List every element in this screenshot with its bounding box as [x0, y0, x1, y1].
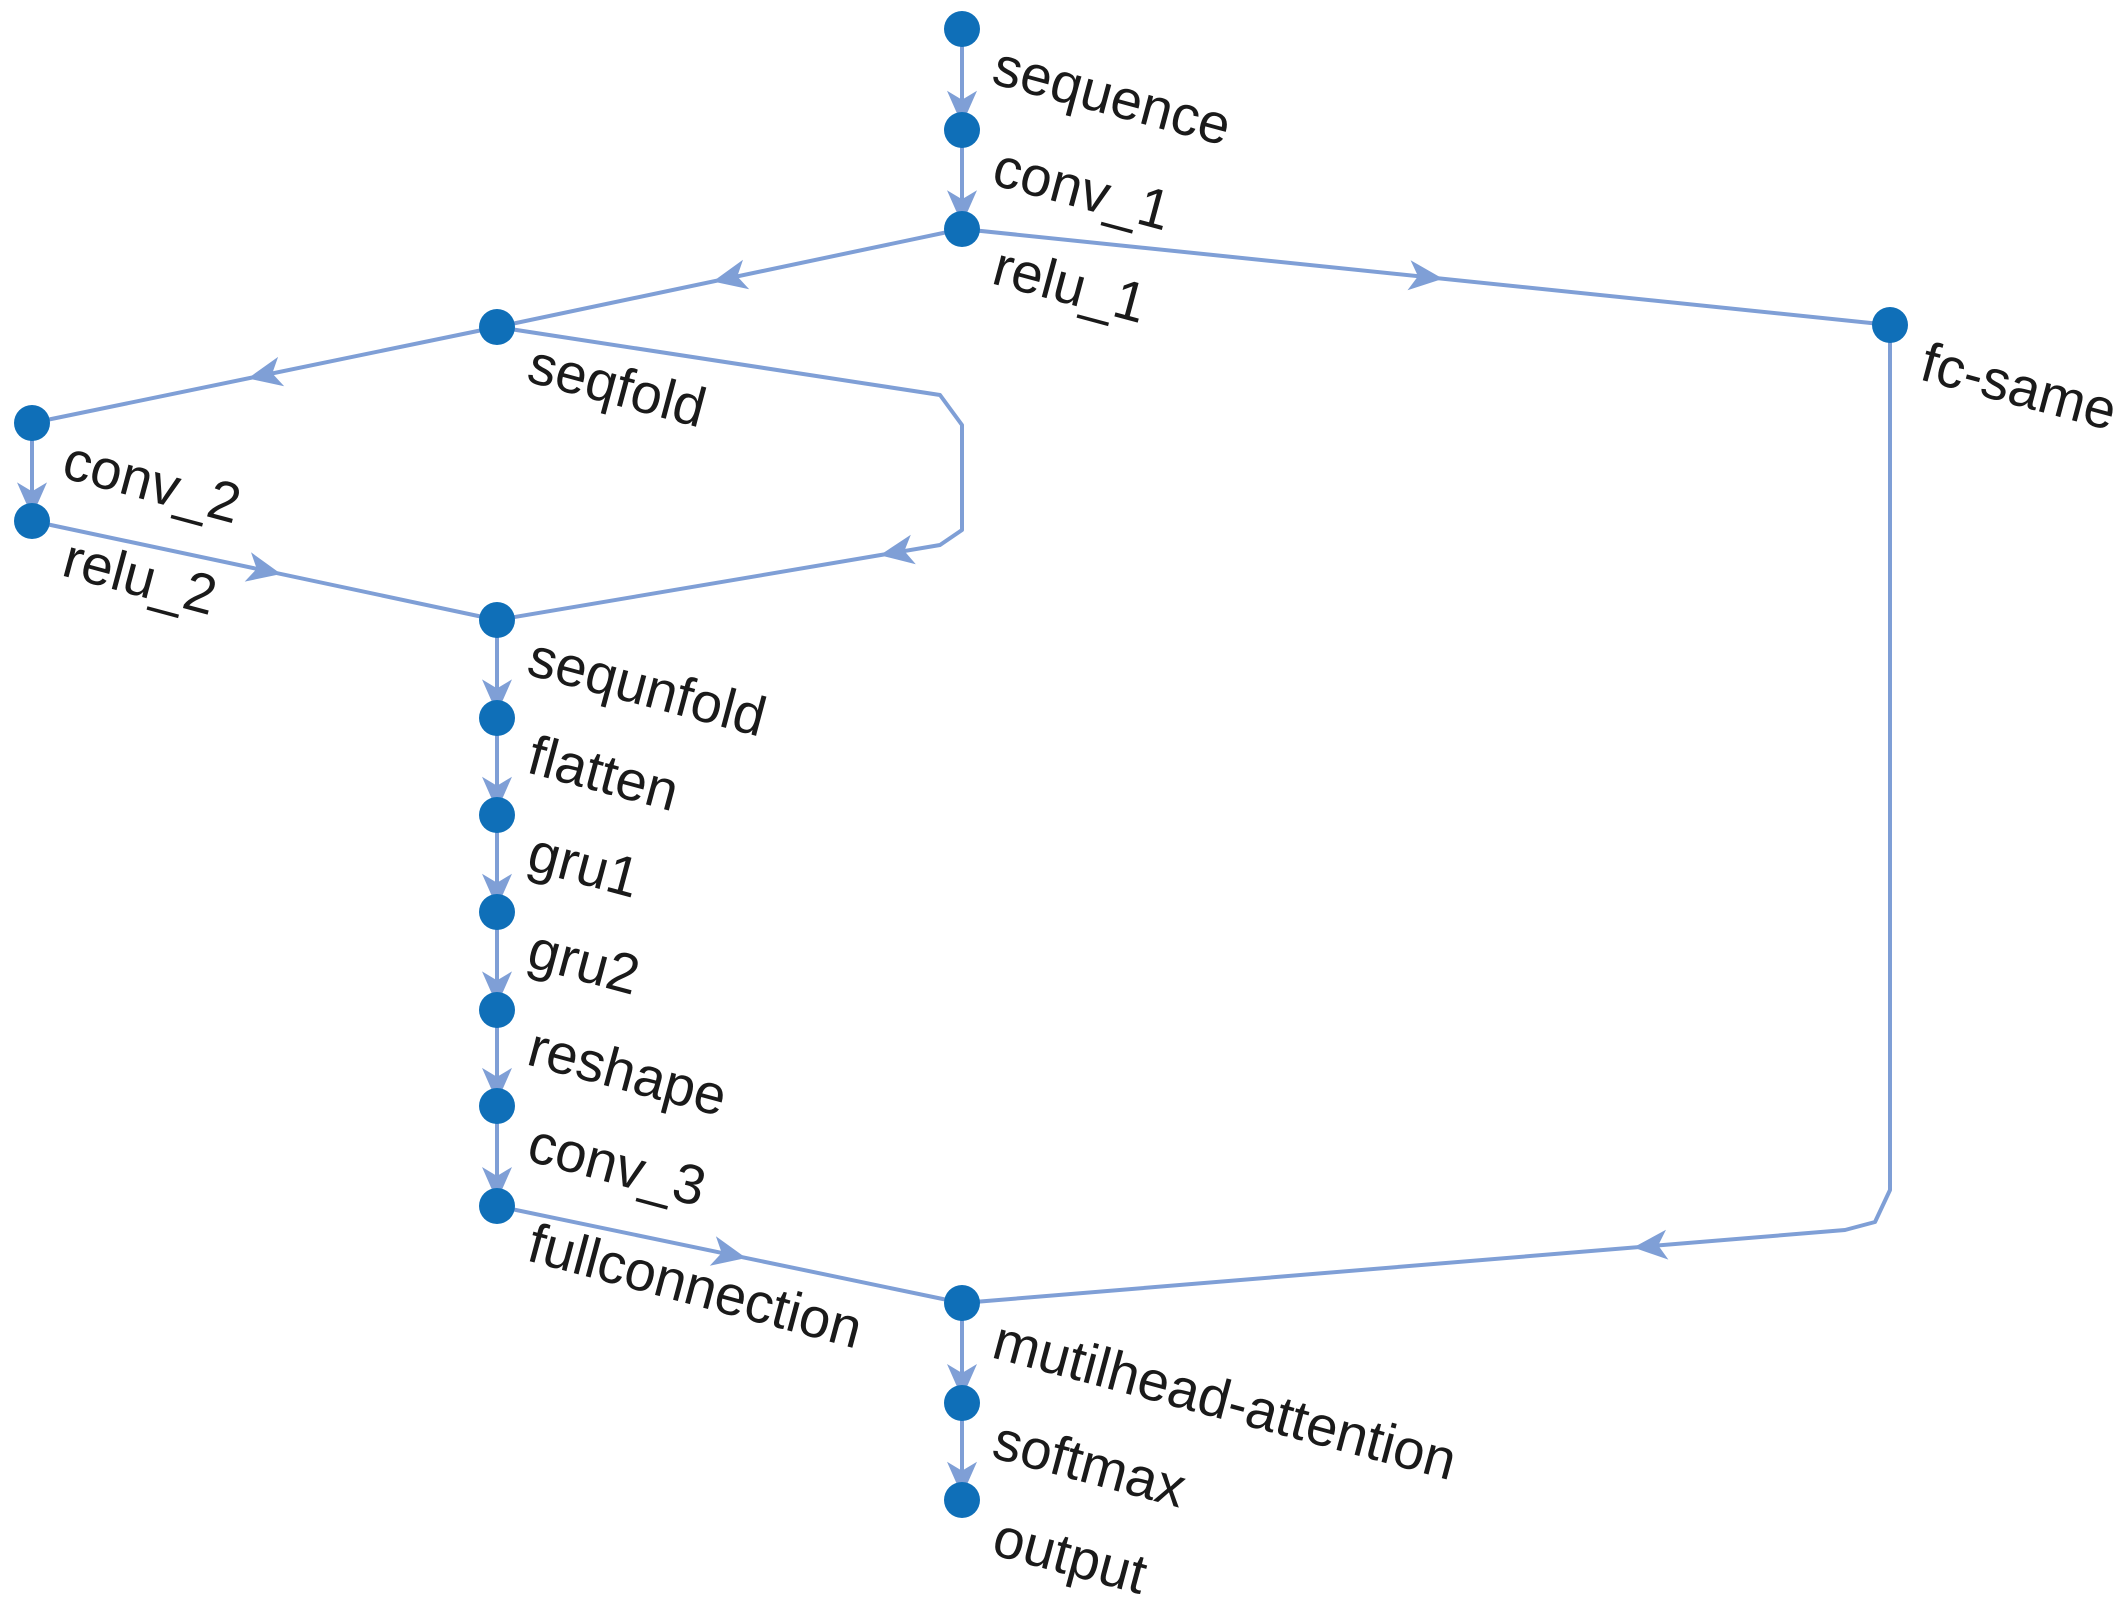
arrowhead-seqfold-to-conv-2 [247, 356, 285, 387]
node-gru2[interactable] [479, 894, 515, 930]
arrowhead-gru1-to-gru2 [482, 873, 512, 908]
arrowhead-relu-1-to-seqfold [712, 259, 750, 290]
arrowhead-flatten-to-gru1 [482, 776, 512, 811]
node-flatten[interactable] [479, 700, 515, 736]
arrowhead-relu-1-to-fc-same [1407, 260, 1443, 291]
node-label-relu-1: relu_1 [987, 234, 1154, 335]
edge-seqfold-to-sequnfold [495, 325, 964, 622]
arrowhead-conv-1-to-relu-1 [947, 190, 977, 225]
node-label-conv-3: conv_3 [522, 1111, 713, 1219]
node-label-conv-1: conv_1 [987, 135, 1178, 243]
arrowhead-softmax-to-output [947, 1461, 977, 1496]
node-gru1[interactable] [479, 797, 515, 833]
node-label-conv-2: conv_2 [57, 428, 248, 536]
node-relu-2[interactable] [14, 503, 50, 539]
node-label-gru2: gru2 [522, 917, 647, 1007]
node-softmax[interactable] [944, 1385, 980, 1421]
node-reshape[interactable] [479, 992, 515, 1028]
node-relu-1[interactable] [944, 211, 980, 247]
arrowhead-relu-2-to-sequnfold [244, 552, 282, 582]
node-layer [14, 11, 1908, 1518]
node-label-relu-2: relu_2 [57, 526, 224, 627]
node-conv-1[interactable] [944, 112, 980, 148]
arrowhead-fullconnection-to-mutilhead-attention [709, 1236, 747, 1266]
node-label-softmax: softmax [987, 1408, 1193, 1520]
arrowhead-sequnfold-to-flatten [482, 679, 512, 714]
arrowhead-sequence-to-conv-1 [947, 90, 977, 125]
node-sequnfold[interactable] [479, 602, 515, 638]
arrowhead-gru2-to-reshape [482, 971, 512, 1006]
node-label-gru1: gru1 [522, 820, 647, 910]
node-fullconnection[interactable] [479, 1188, 515, 1224]
node-mutilhead-attention[interactable] [944, 1285, 980, 1321]
node-label-fc-same: fc-same [1915, 330, 2124, 442]
node-label-sequence: sequence [987, 34, 1238, 158]
arrowhead-fc-same-to-mutilhead-attention [1633, 1229, 1669, 1260]
node-label-reshape: reshape [522, 1015, 734, 1128]
arrowhead-conv-2-to-relu-2 [17, 482, 47, 517]
edge-layer [17, 27, 1892, 1502]
arrowhead-mutilhead-attention-to-softmax [947, 1364, 977, 1398]
node-label-flatten: flatten [522, 723, 686, 823]
arrowhead-seqfold-to-sequnfold [879, 534, 916, 565]
node-label-fullconnection: fullconnection [522, 1211, 869, 1360]
node-label-output: output [987, 1505, 1154, 1604]
node-conv-2[interactable] [14, 405, 50, 441]
node-fc-same[interactable] [1872, 307, 1908, 343]
node-output[interactable] [944, 1482, 980, 1518]
node-sequence[interactable] [944, 11, 980, 47]
node-label-seqfold: seqfold [522, 332, 713, 440]
node-seqfold[interactable] [479, 309, 515, 345]
arrowhead-conv-3-to-fullconnection [482, 1167, 512, 1201]
arrowhead-reshape-to-conv-3 [482, 1067, 512, 1102]
node-conv-3[interactable] [479, 1088, 515, 1124]
edge-fc-same-to-mutilhead-attention [960, 323, 1892, 1305]
